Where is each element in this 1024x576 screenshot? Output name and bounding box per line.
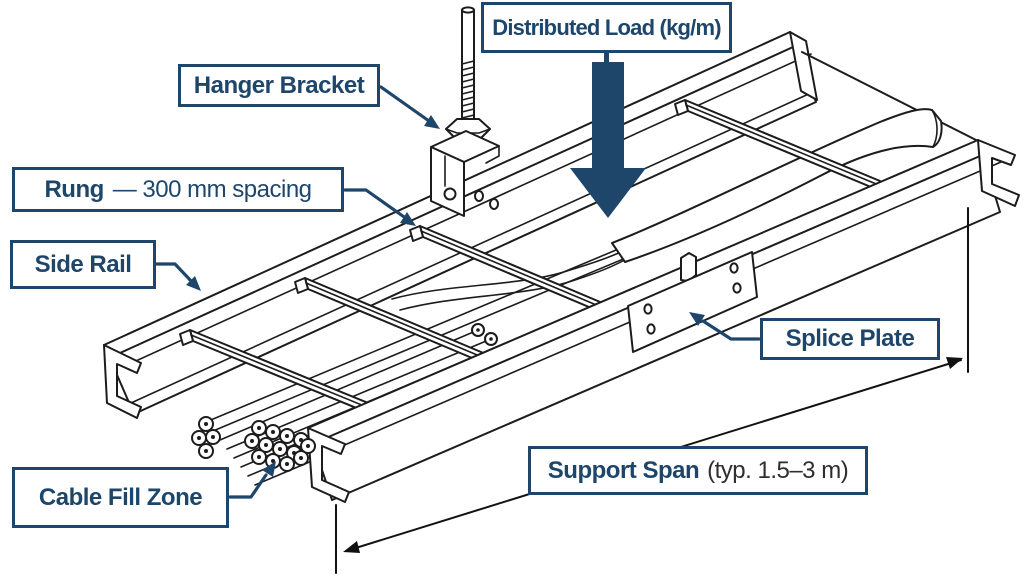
hanger-leader-arrow-icon	[379, 85, 440, 129]
cable-fill-bundle	[191, 416, 316, 472]
callout-arrows	[155, 50, 761, 499]
hanger-bracket-text: Hanger Bracket	[193, 71, 365, 99]
curved-cable-ribbon	[611, 108, 943, 263]
rungs	[179, 99, 884, 424]
dimension-arrow-left-icon	[343, 541, 360, 553]
label-hanger-bracket: Hanger Bracket	[178, 64, 380, 107]
splice-leader-arrow-icon	[689, 312, 761, 341]
label-splice-plate: Splice Plate	[760, 318, 940, 360]
dimension-arrow-right-icon	[946, 357, 963, 369]
rung-text: Rung	[44, 175, 104, 203]
label-support-span: Support Span (typ. 1.5–3 m)	[528, 446, 868, 495]
load-arrow-icon	[570, 50, 646, 218]
threaded-rod	[461, 6, 475, 121]
hanger-bracket-graphic	[430, 130, 500, 217]
hanger-assembly	[430, 6, 500, 217]
side-rail-leader-arrow-icon	[155, 262, 201, 291]
cable-fill-zone-text: Cable Fill Zone	[38, 483, 203, 511]
distributed-load-text: Distributed Load (kg/m)	[492, 14, 721, 40]
cable-ends-main	[244, 420, 316, 472]
support-span-detail-text: (typ. 1.5–3 m)	[707, 456, 849, 484]
rung-spacing-text: — 300 mm spacing	[112, 175, 312, 203]
label-distributed-load: Distributed Load (kg/m)	[481, 2, 732, 53]
support-span-text: Support Span	[547, 456, 700, 484]
rung-leader-arrow-icon	[343, 188, 416, 226]
label-rung-spacing: Rung — 300 mm spacing	[12, 167, 344, 212]
side-rail-text: Side Rail	[34, 250, 132, 278]
splice-plate-graphic	[627, 251, 758, 353]
cable-fill-leader-arrow-icon	[228, 461, 276, 499]
label-cable-fill-zone: Cable Fill Zone	[12, 467, 229, 528]
label-side-rail: Side Rail	[10, 240, 156, 289]
near-side-rail	[307, 139, 1020, 503]
tray-far-edge	[801, 51, 981, 143]
cable-ends-left	[191, 416, 221, 459]
splice-plate-text: Splice Plate	[785, 325, 915, 352]
